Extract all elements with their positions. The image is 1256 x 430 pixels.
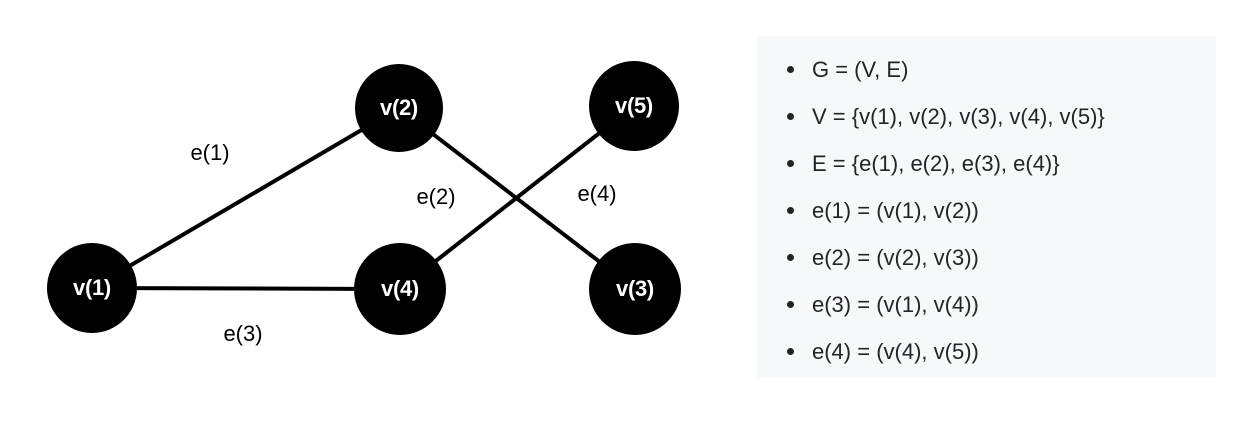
definition-item-text: E = {e(1), e(2), e(3), e(4)} [812,151,1060,176]
graph-diagram: v(1) v(2) v(3) v(4) v(5) e(1) e(2) e(3) … [47,61,681,346]
graph-node-v2-label: v(2) [380,95,418,120]
definition-item: V = {v(1), v(2), v(3), v(4), v(5)} [787,93,1210,140]
definitions-panel: G = (V, E) V = {v(1), v(2), v(3), v(4), … [757,36,1216,378]
graph-edges-layer [127,127,603,291]
definition-item-text: V = {v(1), v(2), v(3), v(4), v(5)} [812,104,1105,129]
edge-label-e1: e(1) [190,140,230,165]
bullet-icon [787,301,794,308]
graph-edge-e3 [133,286,358,291]
edge-label-e3: e(3) [223,321,263,346]
definition-item: e(4) = (v(4), v(5)) [787,328,1210,375]
definition-item: G = (V, E) [787,46,1210,93]
graph-node-v1[interactable]: v(1) [47,243,137,333]
graph-node-v1-label: v(1) [73,275,111,300]
graph-edge-e4 [432,130,603,265]
bullet-icon [787,348,794,355]
graph-node-v3[interactable]: v(3) [589,243,681,335]
graph-node-v5[interactable]: v(5) [589,61,679,151]
definition-item-text: e(4) = (v(4), v(5)) [812,339,979,364]
definition-item-text: e(1) = (v(1), v(2)) [812,198,979,223]
graph-node-v3-label: v(3) [616,276,654,301]
definition-item-text: e(2) = (v(2), v(3)) [812,245,979,270]
definition-item-text: G = (V, E) [812,57,909,82]
edge-label-e2: e(2) [416,184,456,209]
definition-item: e(1) = (v(1), v(2)) [787,187,1210,234]
bullet-icon [787,66,794,73]
definition-item: e(2) = (v(2), v(3)) [787,234,1210,281]
bullet-icon [787,160,794,167]
definition-item-text: e(3) = (v(1), v(4)) [812,292,979,317]
definition-item: E = {e(1), e(2), e(3), e(4)} [787,140,1210,187]
graph-node-v5-label: v(5) [615,93,653,118]
graph-edge-e1 [127,127,365,269]
edge-label-e4: e(4) [577,181,617,206]
bullet-icon [787,113,794,120]
graph-node-v4-label: v(4) [381,276,419,301]
graph-node-v2[interactable]: v(2) [355,64,443,152]
bullet-icon [787,207,794,214]
definitions-list: G = (V, E) V = {v(1), v(2), v(3), v(4), … [787,46,1210,375]
definition-item: e(3) = (v(1), v(4)) [787,281,1210,328]
bullet-icon [787,254,794,261]
graph-node-v4[interactable]: v(4) [354,243,446,335]
